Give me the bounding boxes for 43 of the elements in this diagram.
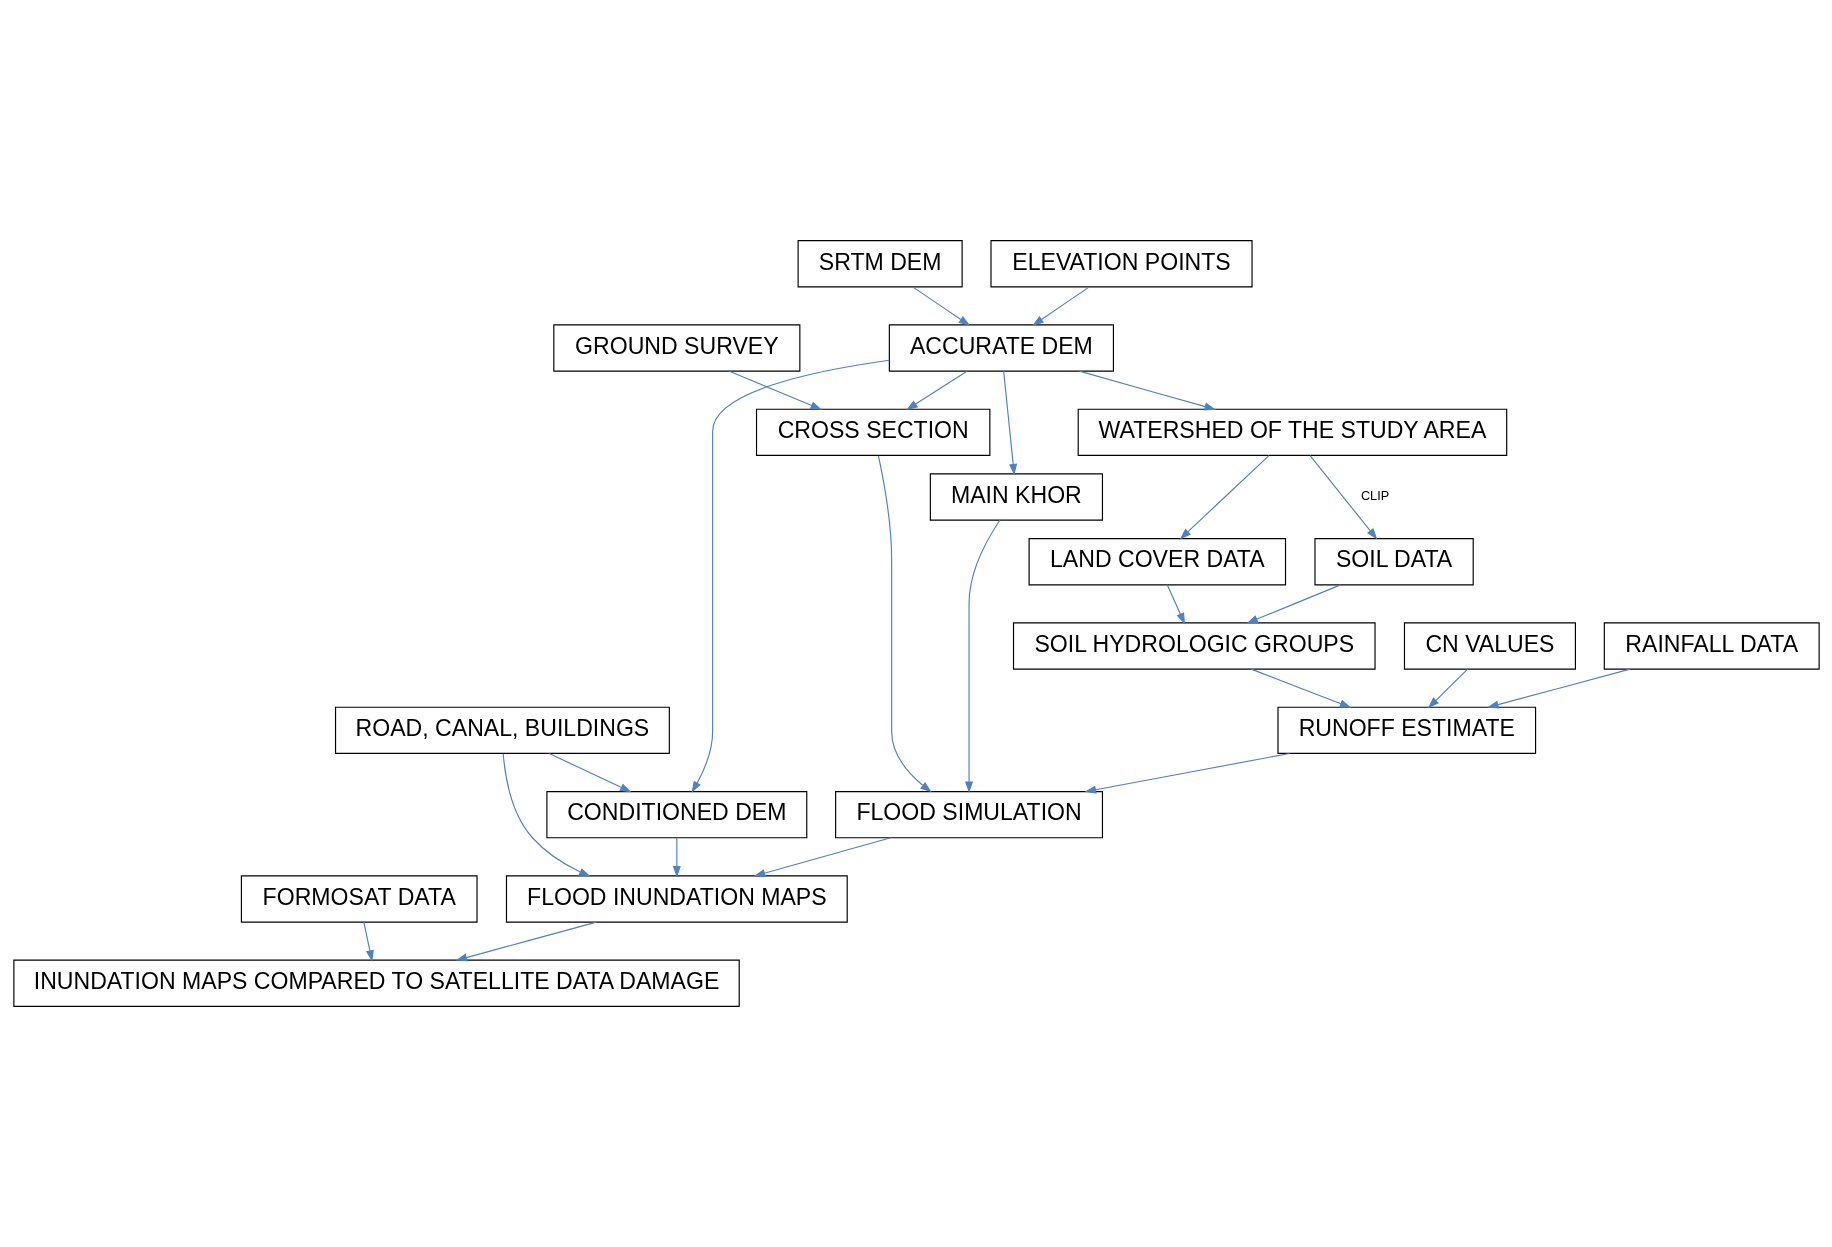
node-box: ELEVATION POINTS bbox=[989, 240, 1253, 288]
node-box: SOIL HYDROLOGIC GROUPS bbox=[1012, 622, 1376, 670]
arrow bbox=[1179, 455, 1269, 540]
node-box: RAINFALL DATA bbox=[1603, 622, 1820, 670]
node-box: GROUND SURVEY bbox=[552, 324, 800, 372]
node-box: ROAD, CANAL, BUILDINGS bbox=[334, 706, 670, 754]
node-box: FLOOD INUNDATION MAPS bbox=[505, 875, 848, 923]
node-box: LAND COVER DATA bbox=[1028, 538, 1286, 586]
arrow bbox=[691, 359, 890, 793]
node-box: WATERSHED OF THE STUDY AREA bbox=[1077, 408, 1507, 457]
arrow bbox=[672, 837, 681, 878]
arrow bbox=[1084, 752, 1290, 794]
arrow bbox=[502, 753, 591, 877]
arrow bbox=[1002, 370, 1017, 476]
arrow bbox=[905, 370, 968, 411]
arrow bbox=[1245, 584, 1341, 624]
node-box: MAIN KHOR bbox=[929, 473, 1103, 521]
arrow bbox=[1078, 370, 1216, 411]
node-box: SOIL DATA bbox=[1313, 538, 1474, 586]
arrow bbox=[362, 921, 374, 962]
node-box: FLOOD SIMULATION bbox=[834, 790, 1103, 839]
node-box: INUNDATION MAPS COMPARED TO SATELLITE DATA DAMAGE bbox=[12, 959, 740, 1007]
node-box: CONDITIONED DEM bbox=[545, 790, 807, 839]
node-box: SRTM DEM bbox=[797, 240, 963, 288]
arrow bbox=[455, 921, 597, 962]
arrow bbox=[1486, 668, 1631, 709]
arrow bbox=[1427, 668, 1468, 709]
arrow bbox=[1250, 668, 1351, 708]
arrow bbox=[548, 752, 632, 793]
arrow bbox=[877, 455, 932, 793]
arrow bbox=[1309, 455, 1377, 540]
node-box: RUNOFF ESTIMATE bbox=[1276, 706, 1536, 754]
node-box: CN VALUES bbox=[1403, 622, 1576, 670]
node-box: FORMOSAT DATA bbox=[240, 875, 478, 923]
arrow bbox=[728, 370, 822, 410]
arrow bbox=[1166, 584, 1185, 625]
node-box: CROSS SECTION bbox=[755, 408, 990, 457]
arrow bbox=[911, 286, 970, 326]
arrow bbox=[1031, 286, 1090, 326]
arrow bbox=[964, 519, 1000, 793]
edge-label: CLIP bbox=[1360, 489, 1389, 504]
node-box: ACCURATE DEM bbox=[888, 324, 1114, 372]
arrow bbox=[753, 837, 891, 878]
